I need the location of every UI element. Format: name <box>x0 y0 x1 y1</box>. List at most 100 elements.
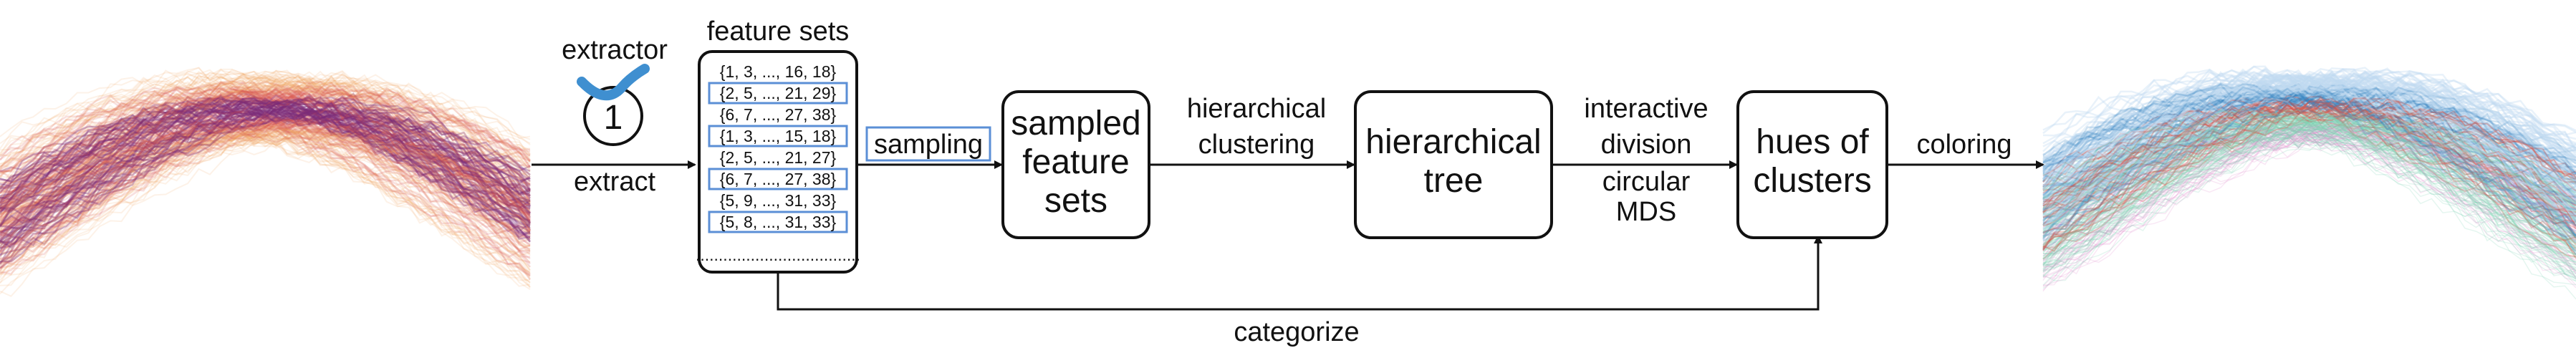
plot-line <box>0 116 531 253</box>
coloring-label: coloring <box>1916 130 2012 160</box>
plot-line <box>0 118 531 246</box>
plot-line <box>0 103 531 236</box>
plot-line <box>0 76 531 201</box>
plot-line <box>0 82 531 207</box>
plot-line <box>0 69 531 221</box>
plot-line <box>0 98 531 243</box>
plot-line <box>0 95 531 224</box>
plot-line <box>0 78 531 223</box>
plot-line <box>2042 132 2576 274</box>
plot-line <box>0 125 531 262</box>
plot-line <box>0 125 531 289</box>
plot-line <box>2042 69 2576 198</box>
plot-line <box>0 120 531 246</box>
plot-line <box>0 129 531 283</box>
extract-label: extract <box>574 167 655 197</box>
plot-line <box>0 130 531 258</box>
hierarchical-clustering-label-2: clustering <box>1198 130 1315 160</box>
plot-line <box>0 79 531 209</box>
feature-sets-title: feature sets <box>707 16 850 47</box>
feature-sets-box <box>698 50 858 274</box>
plot-line <box>0 110 531 265</box>
plot-line <box>0 112 531 246</box>
plot-line <box>2042 127 2576 277</box>
plot-line <box>0 98 531 230</box>
plot-line <box>2042 129 2576 266</box>
plot-line <box>2042 87 2576 241</box>
plot-line <box>2042 107 2576 241</box>
plot-line <box>2042 135 2576 268</box>
plot-line <box>2042 74 2576 198</box>
plot-line <box>2042 77 2576 202</box>
plot-line <box>2042 138 2576 288</box>
plot-line <box>2042 81 2576 202</box>
plot-line <box>0 122 531 275</box>
plot-line <box>0 117 531 253</box>
plot-line <box>0 127 531 251</box>
plot-line <box>0 120 531 271</box>
plot-line <box>0 84 531 226</box>
plot-line <box>2042 95 2576 253</box>
plot-line <box>2042 116 2576 265</box>
plot-line <box>2042 108 2576 239</box>
plot-line <box>0 74 531 216</box>
plot-line <box>2042 84 2576 206</box>
plot-line <box>0 116 531 248</box>
plot-line <box>2042 121 2576 279</box>
plot-line <box>2042 121 2576 257</box>
plot-line <box>0 120 531 265</box>
plot-line <box>2042 123 2576 261</box>
plot-line <box>0 72 531 178</box>
plot-line <box>2042 130 2576 276</box>
plot-line <box>0 110 531 269</box>
plot-line <box>2042 81 2576 191</box>
hues-line-1: hues of <box>1756 123 1869 161</box>
plot-line <box>0 125 531 274</box>
plot-line <box>2042 84 2576 210</box>
plot-line <box>2042 126 2576 263</box>
plot-line <box>2042 124 2576 249</box>
plot-line <box>0 115 532 259</box>
plot-line <box>2042 129 2576 279</box>
plot-line <box>0 118 531 251</box>
plot-line <box>0 79 531 195</box>
plot-line <box>0 107 531 238</box>
plot-line <box>0 120 532 268</box>
plot-line <box>2042 128 2576 255</box>
plot-line <box>0 74 531 198</box>
plot-line <box>2042 111 2576 267</box>
plot-line <box>2042 123 2576 248</box>
plot-line <box>2042 80 2576 216</box>
plot-line <box>0 130 531 284</box>
feature-set-list: {1, 3, ..., 16, 18}{2, 5, ..., 21, 29}{6… <box>708 62 848 233</box>
plot-line <box>2042 103 2576 235</box>
plot-line <box>2042 78 2576 223</box>
plot-line <box>2042 75 2576 194</box>
plot-line <box>2042 87 2576 206</box>
plot-line <box>2042 104 2576 256</box>
plot-line <box>2042 70 2576 210</box>
plot-line <box>0 118 531 253</box>
plot-line <box>2042 110 2576 266</box>
plot-line <box>0 132 531 297</box>
plot-line <box>2042 125 2576 251</box>
plot-line <box>0 99 531 246</box>
plot-line <box>0 122 531 248</box>
input-density-plot <box>0 67 532 297</box>
extractor-number: 1 <box>604 99 623 137</box>
plot-line <box>2042 130 2576 265</box>
plot-line <box>0 107 531 242</box>
plot-line <box>0 87 531 200</box>
tree-line-1: hierarchical <box>1365 123 1541 161</box>
plot-line <box>2042 82 2576 225</box>
plot-line <box>0 90 531 203</box>
plot-line <box>0 97 531 228</box>
plot-line <box>2042 114 2576 257</box>
plot-line <box>2042 102 2576 218</box>
plot-line <box>0 75 531 211</box>
plot-line <box>0 84 532 231</box>
plot-line <box>0 101 532 243</box>
plot-line <box>0 74 531 216</box>
plot-line <box>2042 79 2576 200</box>
